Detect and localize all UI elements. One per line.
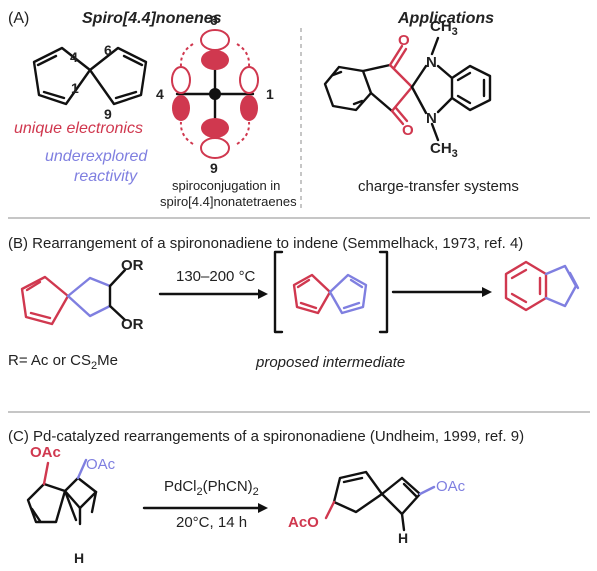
intermediate-caption: proposed intermediate — [256, 354, 406, 371]
reagent-label-c: PdCl2(PhCN)2 — [164, 478, 259, 498]
reactivity-label: reactivity — [74, 168, 138, 185]
orbital-label-6: 6 — [210, 12, 218, 28]
bracket-right — [378, 250, 389, 334]
ch3-top-label: CH3 — [430, 18, 458, 38]
n-bottom-label: N — [426, 110, 437, 127]
oac-blue-label: OAc — [86, 456, 116, 473]
orbital-label-1: 1 — [266, 86, 274, 102]
intermediate-spirononatetraene — [292, 273, 368, 315]
oac-blue-product-label: OAc — [436, 478, 466, 495]
indene-structure — [504, 260, 580, 312]
rearranged-acetate-structure — [324, 470, 436, 532]
oac-red-label: OAc — [30, 444, 61, 461]
r-definition: R= Ac or CS2Me — [8, 352, 118, 372]
spirononadiene-acetate-structure — [26, 458, 98, 526]
atom-label-1: 1 — [71, 80, 79, 96]
n-top-label: N — [426, 54, 437, 71]
spirononadiene-diol-structure — [20, 268, 127, 326]
unique-electronics-label: unique electronics — [14, 120, 143, 137]
spirononatetraene-structure — [32, 46, 148, 106]
orbital-label-4: 4 — [156, 86, 164, 102]
or-top-label: OR — [121, 257, 144, 274]
atom-label-9: 9 — [104, 106, 112, 122]
charge-transfer-caption: charge-transfer systems — [358, 178, 519, 195]
atom-label-4: 4 — [70, 49, 78, 65]
applications-title: Applications — [398, 10, 495, 27]
atom-label-6: 6 — [104, 42, 112, 58]
bracket-left — [273, 250, 284, 334]
h-label-product: H — [398, 530, 409, 546]
conditions-label-c: 20°C, 14 h — [176, 514, 248, 531]
panel-a-letter: (A) — [8, 10, 30, 27]
panel-b-title: (B) Rearrangement of a spirononadiene to… — [8, 235, 524, 252]
panel-a-title: Spiro[4.4]nonenes — [82, 10, 222, 27]
carbonyl-o-bottom: O — [402, 122, 414, 139]
underexplored-label: underexplored — [45, 148, 148, 165]
aco-red-label: AcO — [288, 514, 319, 531]
spiroconjugation-orbital-diagram — [171, 29, 259, 159]
spiroconjugation-caption-2: spiro[4.4]nonatetraenes — [160, 194, 297, 209]
charge-transfer-molecule — [323, 36, 492, 142]
h-label-start: H — [74, 550, 85, 566]
carbonyl-o-top: O — [398, 32, 410, 49]
orbital-label-9: 9 — [210, 160, 218, 176]
or-bottom-label: OR — [121, 316, 144, 333]
panel-c-title: (C) Pd-catalyzed rearrangements of a spi… — [8, 428, 525, 445]
spiroconjugation-caption-1: spiroconjugation in — [172, 178, 281, 193]
ch3-bottom-label: CH3 — [430, 140, 458, 160]
conditions-label-b: 130–200 °C — [176, 268, 256, 285]
